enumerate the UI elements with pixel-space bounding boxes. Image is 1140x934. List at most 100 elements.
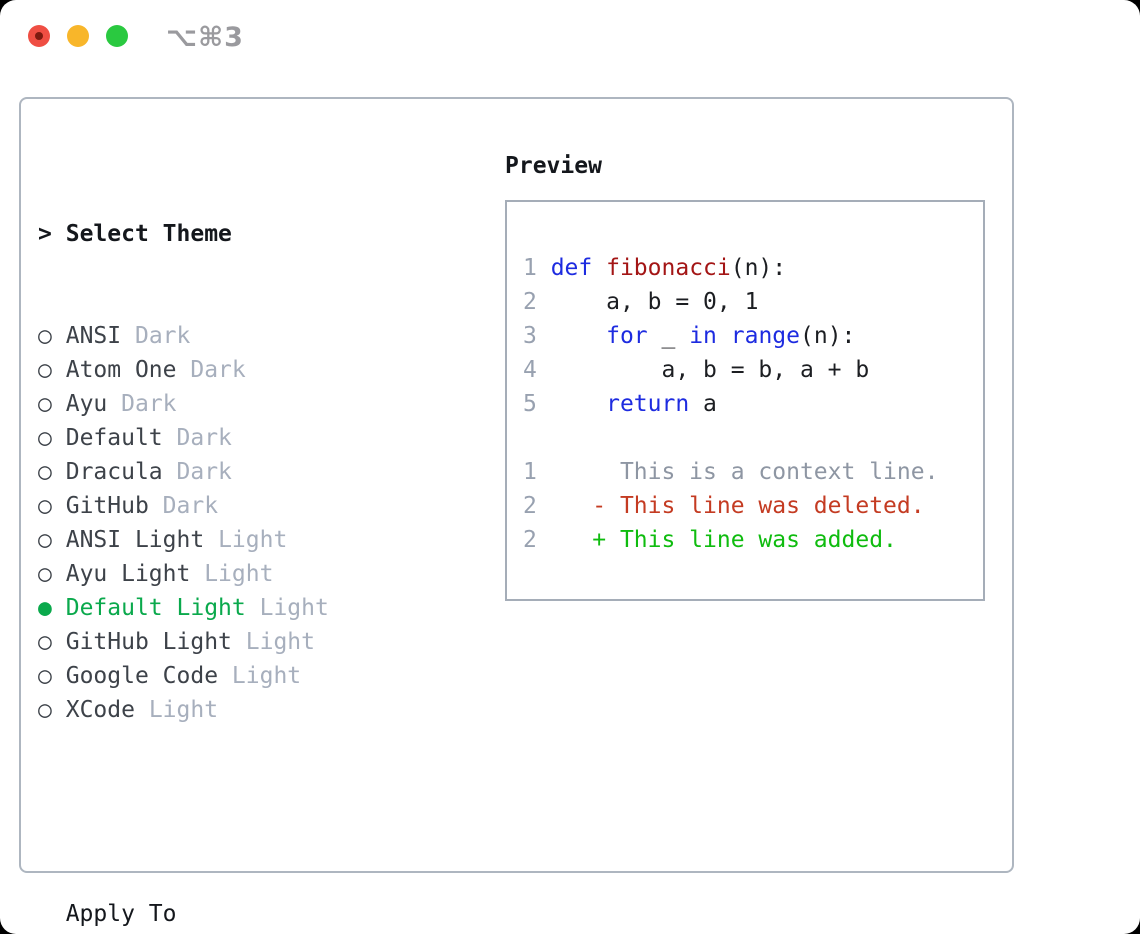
spacer bbox=[38, 795, 480, 829]
theme-name: Dracula bbox=[65, 459, 163, 485]
radio-unselected-icon: ○ bbox=[38, 357, 52, 383]
theme-selector-column: > Select Theme ○ ANSI Dark○ Atom One Dar… bbox=[38, 149, 480, 934]
theme-option[interactable]: ○ GitHub Light Light bbox=[38, 625, 480, 659]
radio-selected-icon: ● bbox=[38, 595, 52, 621]
code-line: 1 def fibonacci(n): bbox=[523, 251, 983, 285]
code-segment-kw: range bbox=[730, 323, 800, 349]
theme-option[interactable]: ○ ANSI Light Light bbox=[38, 523, 480, 557]
code-segment-fn: fibonacci bbox=[606, 255, 731, 281]
code-line: 5 return a bbox=[523, 387, 983, 421]
radio-unselected-icon: ○ bbox=[38, 697, 52, 723]
diff-line: 1 This is a context line. bbox=[523, 455, 983, 489]
theme-option[interactable]: ○ Ayu Light Light bbox=[38, 557, 480, 591]
theme-name: Ayu Light bbox=[65, 561, 191, 587]
preview-title: Preview bbox=[505, 153, 602, 179]
theme-variant: Dark bbox=[190, 357, 246, 383]
theme-option[interactable]: ● Default Light Light bbox=[38, 591, 480, 625]
code-segment-plain: a, b = b, a + b bbox=[550, 357, 870, 383]
theme-name: Default Light bbox=[65, 595, 246, 621]
maximize-button[interactable] bbox=[106, 25, 128, 47]
focus-caret-icon: > bbox=[38, 221, 52, 247]
radio-unselected-icon: ○ bbox=[38, 493, 52, 519]
theme-variant: Dark bbox=[121, 391, 177, 417]
code-segment-kw: return bbox=[606, 391, 690, 417]
theme-variant: Dark bbox=[162, 493, 219, 519]
apply-to-title: Apply To bbox=[65, 901, 177, 927]
theme-variant: Dark bbox=[176, 425, 232, 451]
code-segment-ctx: This is a context line. bbox=[550, 459, 939, 485]
line-number: 2 bbox=[523, 493, 551, 519]
code-segment-plain bbox=[592, 255, 606, 281]
code-segment-plain: _ bbox=[647, 323, 690, 349]
line-number: 4 bbox=[523, 357, 551, 383]
code-segment-plain: a bbox=[689, 391, 717, 417]
radio-unselected-icon: ○ bbox=[38, 527, 52, 553]
theme-list: ○ ANSI Dark○ Atom One Dark○ Ayu Dark○ De… bbox=[38, 319, 480, 727]
code-segment-plain bbox=[551, 323, 606, 349]
theme-name: Google Code bbox=[65, 663, 219, 689]
radio-unselected-icon: ○ bbox=[38, 425, 52, 451]
radio-unselected-icon: ○ bbox=[38, 391, 52, 417]
theme-option[interactable]: ○ Atom One Dark bbox=[38, 353, 480, 387]
theme-name: Default bbox=[65, 425, 163, 451]
radio-unselected-icon: ○ bbox=[38, 459, 52, 485]
code-segment-kw: in bbox=[689, 323, 717, 349]
radio-unselected-icon: ○ bbox=[38, 629, 52, 655]
theme-variant: Dark bbox=[134, 323, 191, 349]
close-button[interactable] bbox=[28, 25, 50, 47]
theme-name: Atom One bbox=[65, 357, 177, 383]
theme-name: ANSI Light bbox=[65, 527, 205, 553]
preview-column: Preview 1 def fibonacci(n):2 a, b = 0, 1… bbox=[505, 149, 995, 601]
theme-name: GitHub bbox=[65, 493, 149, 519]
theme-option[interactable]: ○ Ayu Dark bbox=[38, 387, 480, 421]
titlebar: ⌥⌘3 bbox=[0, 0, 1140, 72]
theme-option[interactable]: ○ Google Code Light bbox=[38, 659, 480, 693]
theme-variant: Light bbox=[231, 663, 302, 689]
radio-unselected-icon: ○ bbox=[38, 663, 52, 689]
code-segment-plain: (n): bbox=[730, 255, 787, 281]
code-line: 4 a, b = b, a + b bbox=[523, 353, 983, 387]
line-number: 1 bbox=[523, 459, 551, 485]
diff-line: 2 - This line was deleted. bbox=[523, 489, 983, 523]
code-segment-plain bbox=[717, 323, 731, 349]
theme-name: ANSI bbox=[65, 323, 122, 349]
code-segment-kw: for bbox=[606, 323, 648, 349]
theme-selector-title: Select Theme bbox=[65, 221, 232, 247]
code-segment-kw: def bbox=[550, 255, 593, 281]
code-segment-plain: (n): bbox=[800, 323, 856, 349]
line-number: 2 bbox=[523, 527, 551, 553]
theme-option[interactable]: ○ Dracula Dark bbox=[38, 455, 480, 489]
line-number: 3 bbox=[523, 323, 551, 349]
code-line: 3 for _ in range(n): bbox=[523, 319, 983, 353]
theme-option[interactable]: ○ GitHub Dark bbox=[38, 489, 480, 523]
radio-unselected-icon: ○ bbox=[38, 323, 52, 349]
theme-option[interactable]: ○ XCode Light bbox=[38, 693, 480, 727]
window-shortcut-label: ⌥⌘3 bbox=[166, 22, 244, 53]
code-segment-add: + This line was added. bbox=[550, 527, 897, 553]
code-segment-plain bbox=[551, 391, 606, 417]
theme-name: Ayu bbox=[65, 391, 108, 417]
theme-option[interactable]: ○ ANSI Dark bbox=[38, 319, 480, 353]
theme-variant: Light bbox=[204, 561, 274, 587]
theme-name: XCode bbox=[65, 697, 135, 723]
theme-variant: Light bbox=[218, 527, 288, 553]
blank-line bbox=[523, 421, 983, 455]
unsaved-dot-icon bbox=[35, 32, 43, 40]
code-segment-del: - This line was deleted. bbox=[550, 493, 925, 519]
line-number: 2 bbox=[523, 289, 551, 315]
theme-variant: Light bbox=[259, 595, 329, 621]
theme-selector-header: > Select Theme bbox=[38, 217, 480, 251]
theme-variant: Light bbox=[148, 697, 219, 723]
code-line: 2 a, b = 0, 1 bbox=[523, 285, 983, 319]
minimize-button[interactable] bbox=[67, 25, 89, 47]
theme-variant: Dark bbox=[176, 459, 232, 485]
theme-option[interactable]: ○ Default Dark bbox=[38, 421, 480, 455]
code-segment-plain: a, b = 0, 1 bbox=[550, 289, 759, 315]
line-number: 1 bbox=[523, 255, 551, 281]
line-number: 5 bbox=[523, 391, 551, 417]
theme-name: GitHub Light bbox=[65, 629, 232, 655]
radio-unselected-icon: ○ bbox=[38, 561, 52, 587]
